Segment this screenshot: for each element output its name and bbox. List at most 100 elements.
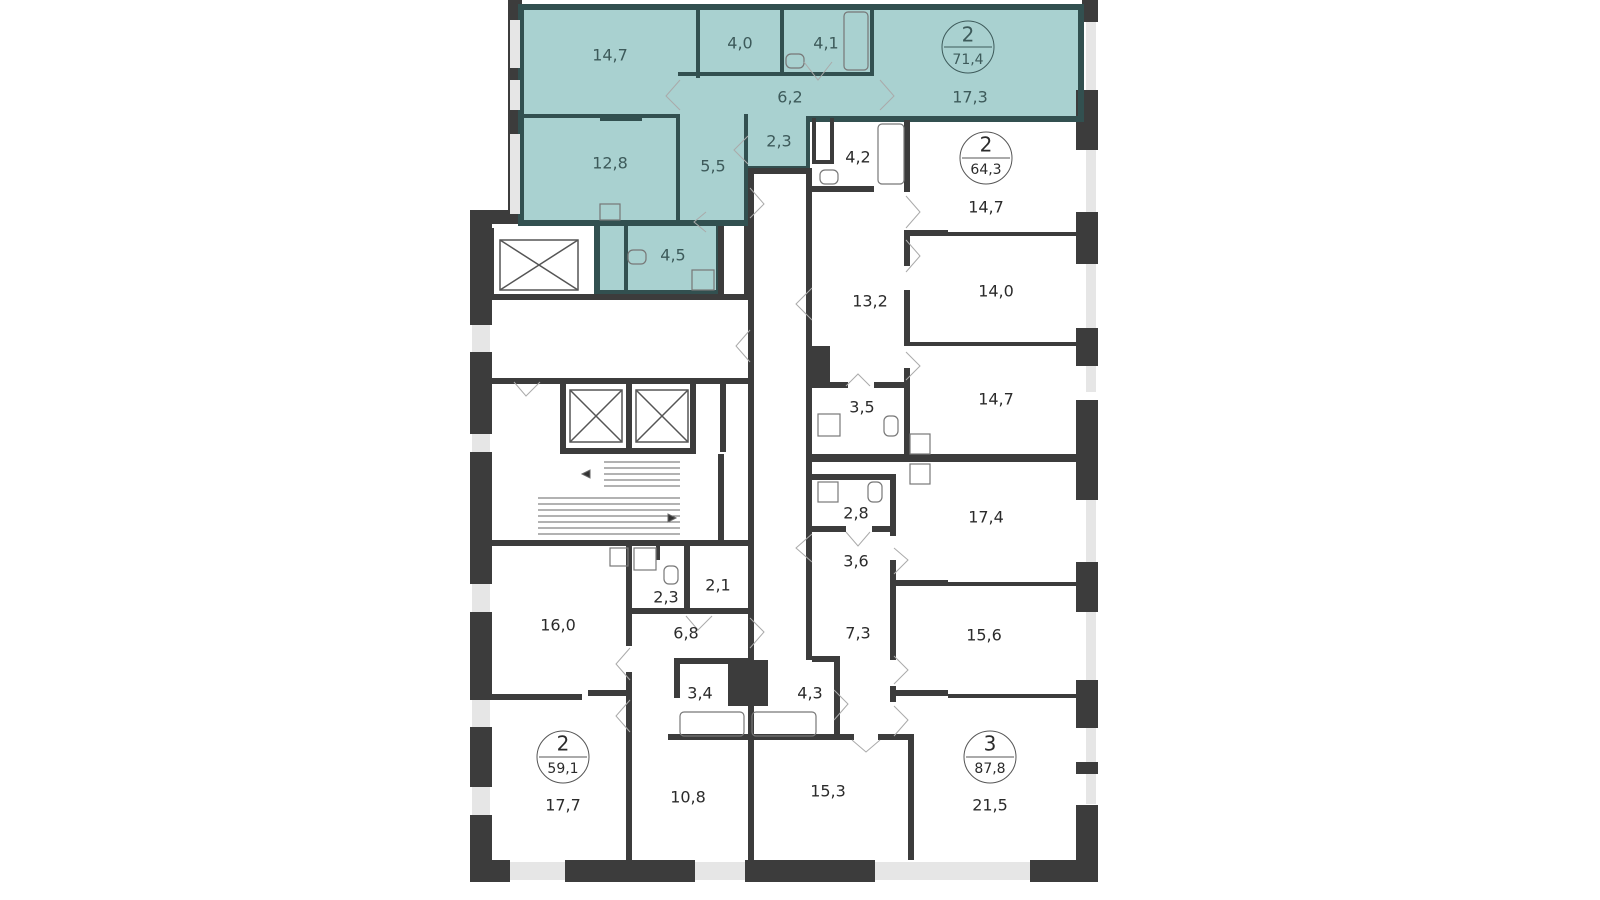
room-area-label: 13,2 xyxy=(852,292,888,311)
room-area-label: 4,5 xyxy=(660,246,685,265)
aptc-wall-h1 xyxy=(492,694,582,700)
apartment-badges: 2 71,4 2 64,3 2 59,1 3 87,8 xyxy=(536,20,1017,784)
badge-area: 59,1 xyxy=(547,761,578,777)
aptb-wall-bathbottom xyxy=(812,160,834,164)
lift-block-r xyxy=(690,380,696,454)
room-area-label: 4,2 xyxy=(845,148,870,167)
room-area-label: 3,4 xyxy=(687,684,712,703)
aptb-wall-v4 xyxy=(904,368,910,458)
wall-right-seg3 xyxy=(1076,328,1098,366)
room-area-label: 16,0 xyxy=(540,616,576,635)
badge-rooms: 2 xyxy=(962,23,975,47)
aptc-wall-v1 xyxy=(626,546,632,646)
room-labels: 14,7 4,0 4,1 6,2 17,3 12,8 2,3 5,5 4,5 4… xyxy=(540,34,1014,815)
apt-a-wall-inner-2 xyxy=(676,114,680,224)
aptd-wall-v3 xyxy=(890,686,896,702)
apt-a-wall-inner-11 xyxy=(594,220,600,296)
wall-top-right-corner xyxy=(1082,0,1098,22)
bathtub-c xyxy=(679,711,745,737)
aptb-wall-v2 xyxy=(904,236,910,266)
aptc-wall-h1b xyxy=(588,690,628,696)
elevator-shaft-floor xyxy=(488,294,750,300)
wall-right-seg8 xyxy=(1076,805,1098,882)
aptc-shaft xyxy=(728,660,768,706)
windows xyxy=(472,20,1096,880)
badge-circle xyxy=(536,730,590,784)
room-area-label: 21,5 xyxy=(972,796,1008,815)
room-area-label: 14,7 xyxy=(978,390,1014,409)
bathtub-d xyxy=(751,711,817,737)
door-swings xyxy=(513,61,921,753)
toilet-4 xyxy=(883,415,899,437)
aptd-wall-bath-top xyxy=(812,656,838,662)
wall-left-seg3 xyxy=(470,452,492,584)
wall-right-seg7 xyxy=(1076,762,1098,774)
elevator-shaft-wall xyxy=(488,228,494,300)
apartment-a-walls xyxy=(518,4,1084,296)
apartment-badge-d[interactable]: 3 87,8 xyxy=(963,730,1017,784)
aptb-wall-h4b xyxy=(874,382,910,388)
room-area-label: 14,0 xyxy=(978,282,1014,301)
wall-right-seg6 xyxy=(1076,680,1098,728)
badge-area: 64,3 xyxy=(970,162,1001,178)
room-area-label: 3,5 xyxy=(849,398,874,417)
lift-block-m xyxy=(626,380,632,454)
wall-bottom-2 xyxy=(565,860,695,882)
aptc-bath-left xyxy=(674,658,680,698)
badge-circle xyxy=(941,20,995,74)
room-area-label: 7,3 xyxy=(845,624,870,643)
apt-a-wall-top xyxy=(518,4,1084,10)
room-area-label: 15,6 xyxy=(966,626,1002,645)
wall-right-seg4 xyxy=(1076,400,1098,500)
apt-a-wall-inner-1 xyxy=(518,114,678,118)
wall-right-seg2 xyxy=(1076,212,1098,264)
room-area-label: 6,8 xyxy=(673,624,698,643)
shower-1 xyxy=(691,269,715,291)
apartment-badge-b[interactable]: 2 64,3 xyxy=(959,131,1013,185)
lift-block-l xyxy=(560,380,566,454)
elevator-2 xyxy=(569,389,623,443)
aptc-wall-v2 xyxy=(684,546,690,610)
room-area-label: 2,3 xyxy=(766,132,791,151)
sink-3 xyxy=(909,433,931,455)
corridor-wall-right xyxy=(806,170,812,660)
room-area-label: 14,7 xyxy=(592,46,628,65)
apartment-badge-a[interactable]: 2 71,4 xyxy=(941,20,995,74)
apt-a-wall-bottom xyxy=(806,116,1084,122)
sink-6 xyxy=(633,547,657,571)
aptd-wall-h3b xyxy=(948,582,1078,586)
toilet-2 xyxy=(819,169,839,185)
apt-a-wall-inner-12 xyxy=(594,290,720,296)
aptd-wall-h3 xyxy=(890,580,948,586)
bathtub-a xyxy=(843,11,869,71)
badge-rooms: 2 xyxy=(557,732,570,756)
room-area-label: 2,1 xyxy=(705,576,730,595)
apt-a-wall-inner-5 xyxy=(870,8,874,76)
room-area-label: 2,3 xyxy=(653,588,678,607)
wall-bottom-1 xyxy=(470,860,510,882)
room-area-label: 10,8 xyxy=(670,788,706,807)
fixtures xyxy=(599,11,931,737)
aptb-wall-h3 xyxy=(904,342,1078,346)
aptb-wall-v3 xyxy=(904,290,910,346)
room-area-label: 3,6 xyxy=(843,552,868,571)
badge-area: 87,8 xyxy=(974,761,1005,777)
apartment-badge-c[interactable]: 2 59,1 xyxy=(536,730,590,784)
lobby-wall-h xyxy=(492,378,750,384)
aptd-wall-h4b xyxy=(948,694,1078,698)
room-area-label: 4,3 xyxy=(797,684,822,703)
outer-walls xyxy=(470,0,1098,882)
aptb-wall-top xyxy=(812,118,816,164)
aptc-wall-v4 xyxy=(626,672,632,860)
apt-a-window-bar xyxy=(600,117,642,121)
aptc-wall-v3 xyxy=(656,546,660,560)
room-area-label: 17,4 xyxy=(968,508,1004,527)
aptd-wall-h4 xyxy=(896,690,948,696)
room-area-label: 6,2 xyxy=(777,88,802,107)
aptd-wall-v2 xyxy=(890,560,896,660)
aptc-bath-top xyxy=(674,658,750,664)
room-area-label: 5,5 xyxy=(700,157,725,176)
room-area-label: 17,3 xyxy=(952,88,988,107)
toilet-3 xyxy=(627,249,647,265)
